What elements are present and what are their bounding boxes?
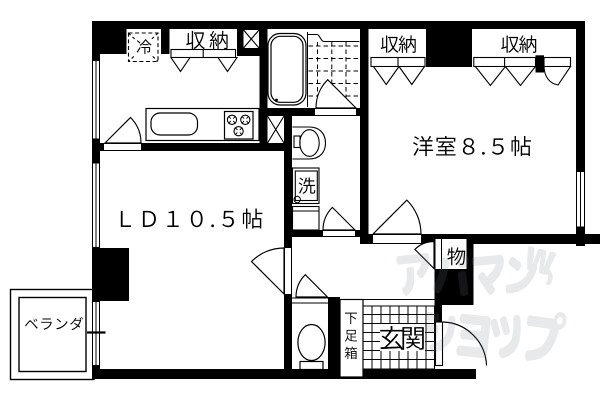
- closet1-door-v1: [372, 65, 401, 86]
- wall-bedroom-west: [360, 21, 369, 244]
- closet2-door-fan: [543, 65, 572, 86]
- labels: [24, 30, 537, 360]
- wall-kitchen-south: [92, 143, 292, 151]
- window-living-west: [92, 162, 100, 248]
- walls: [92, 21, 600, 379]
- label-entrance: [380, 325, 424, 351]
- closet-door-symbols: [169, 56, 572, 87]
- door-entrance: [434, 321, 488, 367]
- closet1-door-v2: [397, 65, 426, 86]
- watermark-mark: [526, 246, 557, 275]
- washbasin-bowl: [299, 129, 320, 157]
- label-kitchen-closet: [186, 30, 228, 50]
- laundry-room: [291, 126, 327, 231]
- watermark-line1: [396, 253, 538, 297]
- pipe-shaft-1-x: [243, 29, 260, 49]
- label-bedroom: [412, 135, 531, 157]
- wall-ld-hall: [284, 116, 292, 369]
- kitchen-closet-door-v1: [169, 56, 192, 73]
- label-fridge: [136, 39, 152, 54]
- bedroom-closet-left-box: [368, 29, 426, 56]
- bath-tile-grid: [308, 42, 360, 107]
- wall-right: [576, 21, 585, 246]
- bathtub: [267, 32, 307, 106]
- door-kitchen: [103, 116, 142, 144]
- washbasin-counter: [292, 126, 327, 160]
- threshold-bedroom: [373, 234, 421, 244]
- kitchen-stove: [223, 110, 254, 140]
- label-storage: [447, 247, 466, 266]
- watermark-mark-tail: [545, 268, 553, 286]
- washbasin-shelf: [293, 135, 301, 149]
- bathtub-drain: [275, 98, 278, 102]
- label-closet-left: [380, 35, 416, 53]
- balcony-inner-rail: [18, 296, 87, 373]
- label-washer: [298, 177, 316, 194]
- kitchen-closet-door-v2: [216, 56, 239, 73]
- closet2-door-v1: [474, 65, 507, 87]
- threshold-living: [284, 248, 292, 294]
- doors: [103, 78, 488, 367]
- washer-drain: [293, 195, 301, 204]
- wall-top: [92, 21, 585, 29]
- window-kitchen-west: [92, 60, 100, 140]
- pipe-shaft-2-x: [267, 115, 285, 144]
- wall-bath-south: [259, 108, 369, 116]
- watermark-line2: [425, 311, 567, 361]
- washer-pan: [291, 167, 320, 205]
- wall-bottom: [92, 369, 476, 379]
- wall-corner-block-topleft: [92, 21, 128, 54]
- washbasin: [292, 126, 327, 160]
- stove-burners: [226, 114, 251, 137]
- label-living-dining: [120, 208, 263, 229]
- balcony-outer-rail: [9, 288, 95, 381]
- watermark-logo: [396, 246, 567, 361]
- kitchen-counter: [145, 107, 260, 142]
- label-shoe-box: [344, 312, 358, 360]
- threshold-laundry: [323, 230, 355, 237]
- door-entrance-arc: [442, 321, 488, 366]
- wall-closet2-pier: [535, 55, 544, 73]
- wall-entrance-pier: [328, 297, 340, 369]
- vanity-cabinet: [291, 205, 320, 231]
- threshold-entrance-hall: [292, 297, 328, 304]
- threshold-kitchen: [104, 143, 141, 151]
- toilet-room: [297, 323, 326, 371]
- bath-counter-edge: [307, 33, 360, 43]
- wall-bedroom-south: [360, 234, 600, 244]
- threshold-bath: [315, 108, 356, 116]
- toilet-tank: [299, 360, 324, 371]
- wall-kitchen-bath: [259, 21, 268, 151]
- label-closet-right: [501, 35, 537, 53]
- hall-storage-threshold: [434, 239, 442, 269]
- wall-pier-fridge-closet: [161, 21, 170, 54]
- wall-closet-pier-mid: [426, 21, 472, 67]
- door-entrance-hall: [295, 273, 329, 298]
- door-bath: [315, 78, 358, 109]
- window-balcony-door: [87, 301, 106, 366]
- wall-entrance-block: [434, 244, 474, 322]
- door-bedroom: [371, 199, 422, 235]
- door-entrance-leaf: [434, 321, 444, 367]
- wall-pillar-balcony: [92, 248, 129, 301]
- door-storage: [414, 240, 435, 270]
- kitchen-sink: [150, 112, 199, 136]
- bedroom-closet-right-shelf-b: [543, 56, 572, 68]
- window-bedroom-east: [576, 171, 585, 228]
- toilet-bowl: [297, 323, 326, 362]
- door-living: [250, 247, 285, 296]
- closet2-door-v2: [504, 65, 537, 87]
- label-balcony: [24, 316, 83, 331]
- windows: [87, 60, 585, 366]
- door-laundry: [322, 206, 357, 231]
- balcony: [9, 288, 95, 381]
- bathroom: [267, 32, 360, 107]
